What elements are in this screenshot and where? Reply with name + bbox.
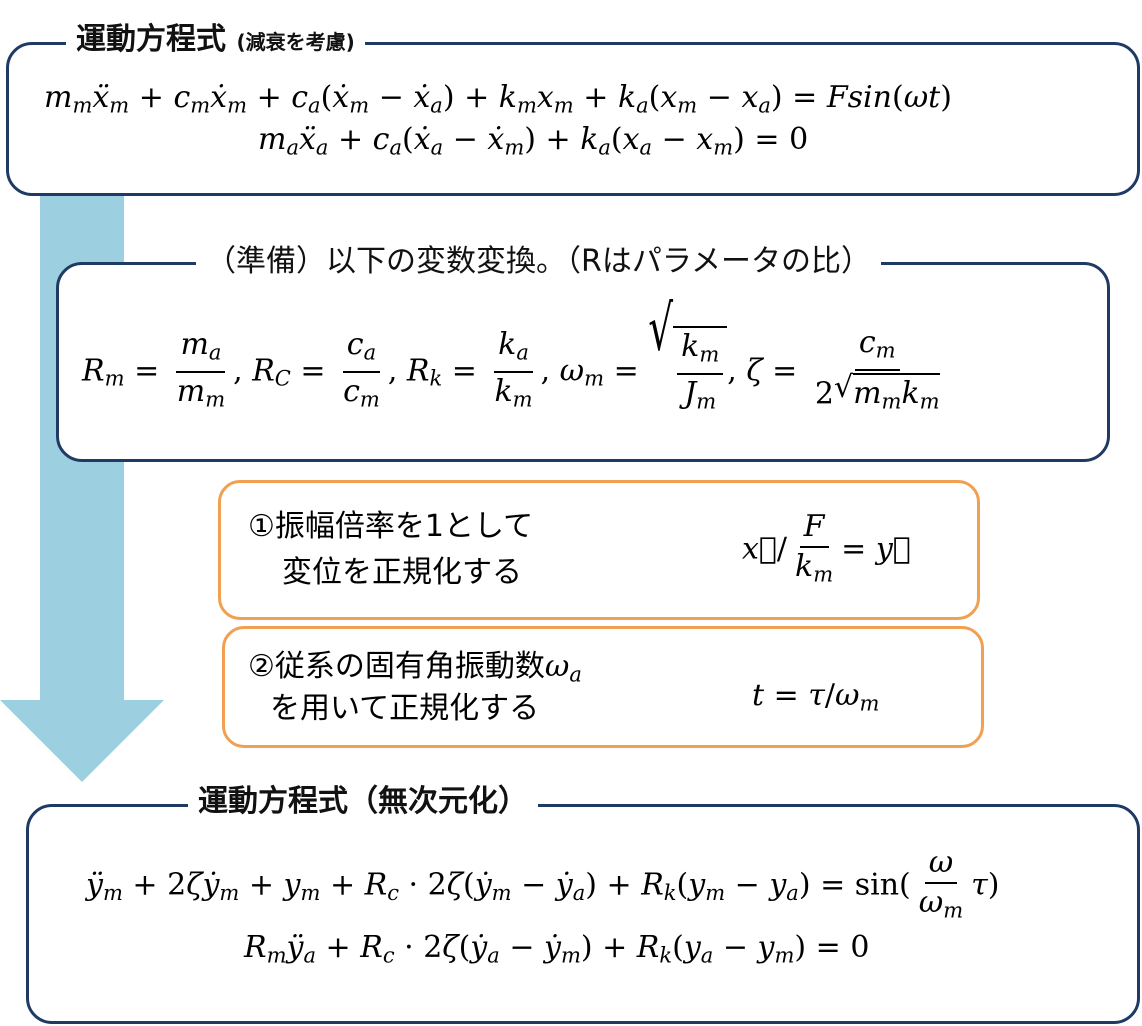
step1-line1: ①振幅倍率を1として [248,509,534,544]
equation-box-damped [6,42,1140,196]
variable-transform-box [56,262,1110,462]
section-title-note: (減衰を考慮) [236,30,355,54]
flow-arrow-head [0,700,164,782]
equation-dimensionless-absorber: Rmÿa + Rc · 2ζ(ẏa − ẏm) + Rk(ya − ym) = … [244,930,870,968]
step-box-normalize-time [222,626,984,748]
equation-master: mmẍm + cmẋm + ca(ẋm − ẋa) + kmxm + ka(xm… [44,80,952,118]
section-title-damped: 運動方程式 (減衰を考慮) [66,22,365,60]
step-box-normalize-displacement [218,480,980,620]
step2-line2: を用いて正規化する [270,691,540,726]
step1-line2: 変位を正規化する [282,555,522,590]
equation-absorber: maẍa + ca(ẋa − ẋm) + ka(xa − xm) = 0 [258,122,809,160]
step2-formula: t = τ/ωm [752,678,880,716]
step2-line1: ②従系の固有角振動数ωa [248,649,582,687]
section-title-transform: （準備）以下の変数変換。（Rはパラメータの比） [196,244,881,280]
equation-box-dimensionless [26,804,1140,1024]
equation-dimensionless-master: ÿm + 2ζẏm + ym + Rc · 2ζ(ẏm − ẏa) + Rk(y… [86,845,1000,923]
section-title-text: 運動方程式 [76,22,226,57]
section-title-dimensionless: 運動方程式（無次元化） [188,784,538,820]
